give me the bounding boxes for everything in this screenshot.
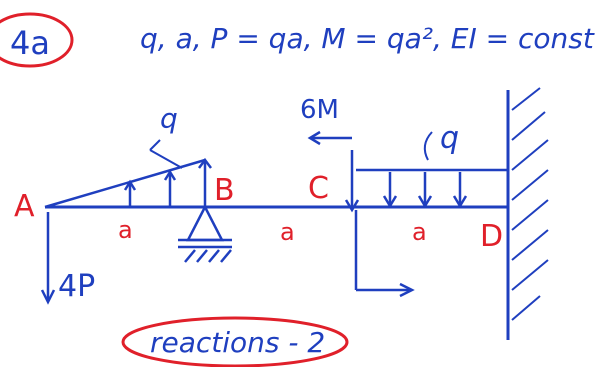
- pin-support: [178, 204, 232, 263]
- point-label-D: D: [480, 219, 503, 254]
- task-circle: [121, 316, 349, 368]
- point-label-C: C: [308, 171, 329, 206]
- load-label-q-right: q: [440, 121, 459, 156]
- point-label-A: A: [14, 189, 35, 224]
- span-label-1: a: [118, 216, 133, 244]
- task-text: reactions - 2: [150, 326, 325, 359]
- moment-label: 6M: [300, 95, 339, 125]
- force-arrow-4P: [40, 212, 56, 305]
- force-label: 4P: [58, 269, 95, 304]
- moment-arrow: [307, 130, 352, 146]
- given-data: q, a, P = qa, M = qa², EI = const: [140, 22, 595, 55]
- triangular-load: [44, 157, 212, 209]
- load-leader-left: [149, 139, 161, 151]
- span-label-3: a: [412, 218, 427, 246]
- load-label-q-left: q: [160, 102, 178, 135]
- wall-hatching: [511, 87, 549, 321]
- point-label-B: B: [214, 173, 235, 208]
- problem-number-circle: [0, 12, 74, 68]
- problem-number: 4a: [10, 24, 50, 62]
- section-line-c: [344, 150, 415, 298]
- load-leader-right: [423, 131, 433, 161]
- uniform-load: [356, 168, 508, 209]
- span-label-2: a: [280, 218, 295, 246]
